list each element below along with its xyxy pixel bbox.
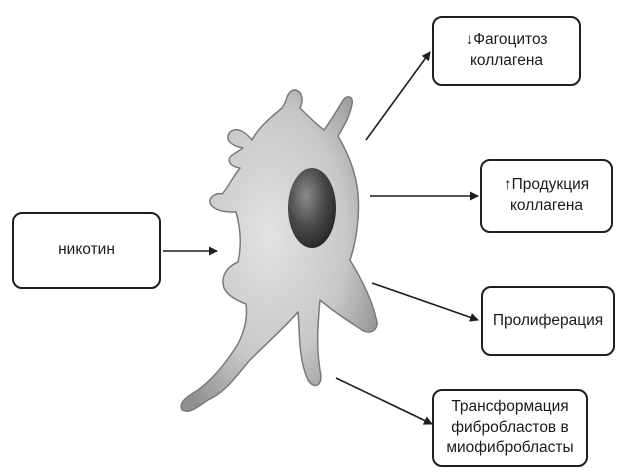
proliferation-box: Пролиферация (481, 286, 615, 356)
nucleus-icon (288, 168, 336, 248)
phagocytosis-label-line1: Фагоцитоз (473, 31, 547, 48)
transformation-label-line1: Трансформация (446, 397, 573, 418)
arrow-to-transformation (336, 378, 432, 424)
phagocytosis-label-line2: коллагена (465, 51, 547, 72)
arrow-to-proliferation (372, 283, 478, 320)
transformation-box: Трансформация фибробластов в миофибробла… (432, 389, 588, 467)
increase-arrow-icon: ↑ (504, 176, 512, 193)
production-label-line2: коллагена (504, 196, 589, 217)
production-label-line1: Продукция (512, 176, 590, 193)
nicotine-box: никотин (12, 212, 161, 289)
collagen-production-box: ↑Продукция коллагена (480, 159, 613, 233)
nicotine-label: никотин (58, 240, 115, 261)
transformation-label-line3: миофибробласты (446, 438, 573, 459)
phagocytosis-box: ↓Фагоцитоз коллагена (432, 16, 581, 86)
proliferation-label: Пролиферация (493, 311, 603, 332)
arrow-to-phagocytosis (366, 52, 430, 140)
transformation-label-line2: фибробластов в (446, 418, 573, 439)
